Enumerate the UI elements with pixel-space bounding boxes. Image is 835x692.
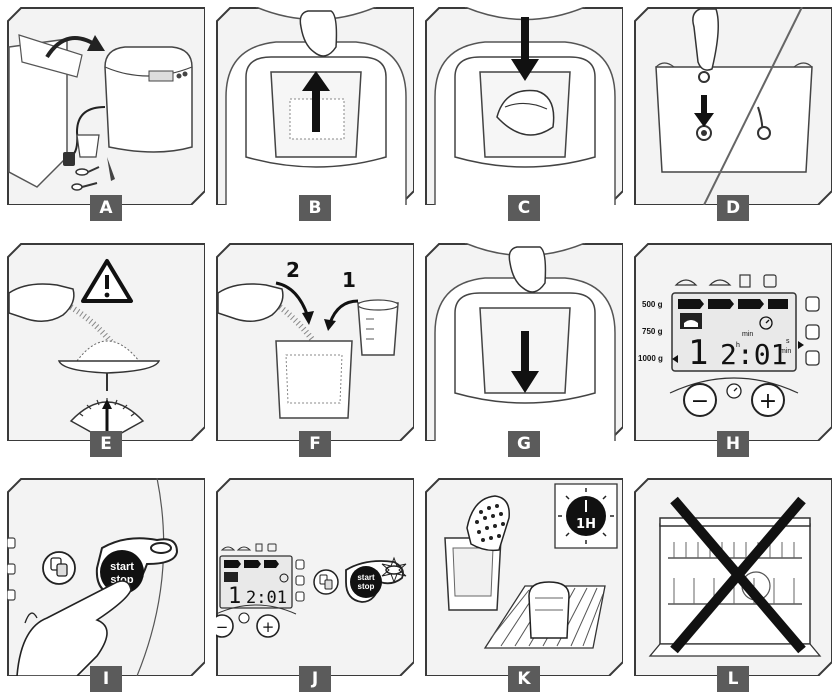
panel-i: start stop I — [7, 478, 205, 676]
panel-label: H — [717, 431, 749, 457]
panel-l: L — [634, 478, 832, 676]
program-number: 1 — [688, 333, 708, 373]
sec-label: s — [786, 338, 790, 345]
panel-g: G — [425, 243, 623, 441]
cooling-time-label: 1H — [576, 517, 596, 532]
weight-1000: 1000 g — [638, 354, 663, 363]
minus-label: − — [691, 389, 709, 414]
plus-label: + — [759, 389, 777, 414]
panel-label: D — [717, 195, 749, 221]
plus-label: + — [262, 618, 275, 636]
panel-label: I — [90, 666, 122, 692]
panel-label: C — [508, 195, 540, 221]
panel-label: B — [299, 195, 331, 221]
panel-c: C — [425, 7, 623, 205]
panel-k: 1H K — [425, 478, 623, 676]
panel-label: K — [508, 666, 540, 692]
panel-d: D — [634, 7, 832, 205]
stop-label: stop — [358, 582, 375, 591]
step-1-label: 1 — [342, 268, 356, 292]
panel-b: B — [216, 7, 414, 205]
crust-button — [806, 325, 819, 339]
step-2-label: 2 — [286, 258, 300, 282]
panel-label: L — [717, 666, 749, 692]
panel-f: 2 1 F — [216, 243, 414, 441]
panel-h: 500 g 750 g 1000 g 1 2:01 min s min h − … — [634, 243, 832, 441]
panel-label: J — [299, 666, 331, 692]
panel-label: G — [508, 431, 540, 457]
loaf-size-button — [806, 297, 819, 311]
panel-j: 1 2:01 − + start stop J — [216, 478, 414, 676]
bread-machine-icon — [105, 47, 192, 152]
measuring-cup-icon — [358, 303, 398, 355]
program-number: 1 — [228, 584, 241, 609]
panel-label: E — [90, 431, 122, 457]
weight-750: 750 g — [642, 327, 663, 336]
panel-a: A — [7, 7, 205, 205]
min-label: min — [742, 331, 753, 338]
start-label: start — [357, 573, 375, 582]
bread-pan-icon — [656, 67, 812, 172]
weight-500: 500 g — [642, 300, 663, 309]
start-label: start — [110, 561, 134, 573]
minus-label: − — [216, 618, 228, 636]
time-display: 2:01 — [720, 338, 787, 371]
menu-button — [806, 351, 819, 365]
min-label-right: min — [780, 348, 791, 355]
panel-label: F — [299, 431, 331, 457]
panel-e: E — [7, 243, 205, 441]
panel-label: A — [90, 195, 122, 221]
hour-label: h — [736, 342, 740, 349]
